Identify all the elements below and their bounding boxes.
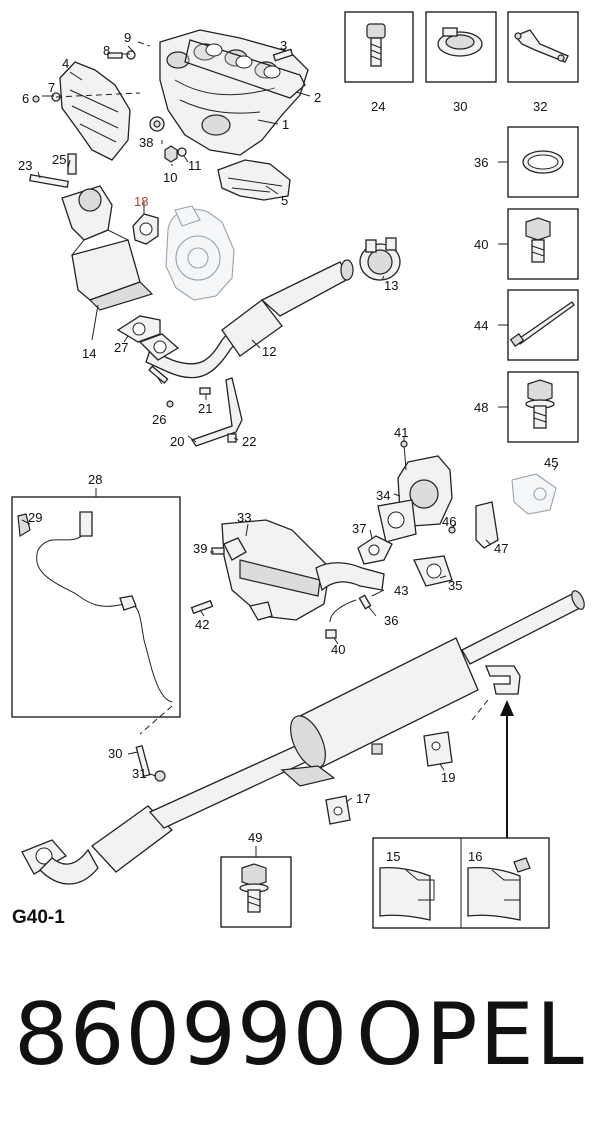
callout-43: 43 <box>394 583 408 598</box>
gasket-27 <box>116 315 161 343</box>
callout-22: 22 <box>242 434 256 449</box>
callout-49: 49 <box>248 830 262 845</box>
callout-30-box: 30 <box>453 99 467 114</box>
callout-3: 3 <box>280 38 287 53</box>
callout-38: 38 <box>139 135 153 150</box>
callout-1: 1 <box>282 117 289 132</box>
rear-exhaust-system <box>21 590 586 885</box>
leader-lines <box>21 41 559 857</box>
callout-39: 39 <box>193 541 207 556</box>
exhaust-manifold <box>159 29 309 156</box>
egr-gaskets <box>357 535 453 587</box>
callout-36-box: 36 <box>474 155 488 170</box>
callout-32: 32 <box>533 99 547 114</box>
part-box-49[interactable] <box>220 856 292 928</box>
catalytic-converter <box>61 185 154 341</box>
callout-10: 10 <box>163 170 177 185</box>
part-box-32[interactable] <box>507 11 579 83</box>
heat-shield-lower <box>217 159 291 201</box>
callout-6: 6 <box>22 91 29 106</box>
callout-42: 42 <box>195 617 209 632</box>
hanger-19 <box>423 731 453 767</box>
callout-14: 14 <box>82 346 96 361</box>
callout-23: 23 <box>18 158 32 173</box>
detail-arrow <box>500 700 514 838</box>
heat-shield-upper <box>59 61 131 161</box>
brand-name: OPEL <box>356 985 586 1085</box>
callout-12: 12 <box>262 344 276 359</box>
callout-17: 17 <box>356 791 370 806</box>
callout-28: 28 <box>88 472 102 487</box>
egr-cooler <box>221 519 385 623</box>
callout-34: 34 <box>376 488 390 503</box>
callout-9: 9 <box>124 30 131 45</box>
callout-2: 2 <box>314 90 321 105</box>
part-box-36[interactable] <box>507 126 579 198</box>
callout-47: 47 <box>494 541 508 556</box>
callout-30-pipe: 30 <box>108 746 122 761</box>
callout-44: 44 <box>474 318 488 333</box>
callout-16: 16 <box>468 849 482 864</box>
callout-numbers: 1 2 3 4 5 6 7 8 9 10 11 12 13 14 15 16 1… <box>18 30 558 864</box>
turbocharger-ghost <box>165 205 235 301</box>
page-code: G40-1 <box>12 907 65 928</box>
callout-7: 7 <box>48 80 55 95</box>
callout-13: 13 <box>384 278 398 293</box>
egr-bolts <box>190 526 456 639</box>
callout-21: 21 <box>198 401 212 416</box>
detail-box-15-16[interactable] <box>372 837 550 929</box>
bolt-23 <box>29 173 69 189</box>
egr-bracket-47 <box>475 501 499 549</box>
turbo-gasket-18[interactable] <box>132 213 159 245</box>
sensor-detail-box <box>11 496 181 718</box>
callout-41: 41 <box>394 425 408 440</box>
clamp-13 <box>359 237 401 281</box>
callout-33: 33 <box>237 510 251 525</box>
callout-20: 20 <box>170 434 184 449</box>
callout-36-cooler: 36 <box>384 613 398 628</box>
callout-18: 18 <box>134 194 148 209</box>
callout-37: 37 <box>352 521 366 536</box>
part-number: 860990 <box>14 985 349 1085</box>
callout-5: 5 <box>281 193 288 208</box>
callout-24: 24 <box>371 99 385 114</box>
callout-26: 26 <box>152 412 166 427</box>
callout-25: 25 <box>52 152 66 167</box>
callout-11: 11 <box>188 158 202 173</box>
part-box-44[interactable] <box>507 289 579 361</box>
callout-8: 8 <box>103 43 110 58</box>
front-pipe <box>138 259 354 379</box>
manifold-gasket <box>184 39 306 99</box>
callout-29: 29 <box>28 510 42 525</box>
stud-3 <box>272 48 294 62</box>
part-box-48[interactable] <box>507 371 579 443</box>
part-box-30[interactable] <box>425 11 497 83</box>
egr-ghost-45 <box>511 473 557 515</box>
callout-40-box: 40 <box>474 237 488 252</box>
callout-4: 4 <box>62 56 69 71</box>
callout-35: 35 <box>448 578 462 593</box>
egr-valve <box>377 440 453 543</box>
sensor-30-31 <box>135 744 166 782</box>
part-box-24[interactable] <box>344 11 414 83</box>
callout-46: 46 <box>442 514 456 529</box>
part-box-40[interactable] <box>507 208 579 280</box>
callout-15: 15 <box>386 849 400 864</box>
callout-40-cooler: 40 <box>331 642 345 657</box>
hanger-17 <box>325 795 351 825</box>
callout-27: 27 <box>114 340 128 355</box>
callout-45: 45 <box>544 455 558 470</box>
bolt-25 <box>67 153 77 175</box>
callout-48: 48 <box>474 400 488 415</box>
bracket-hardware <box>148 365 243 447</box>
callout-19: 19 <box>441 770 455 785</box>
small-fasteners-top <box>32 50 187 163</box>
callout-31: 31 <box>132 766 146 781</box>
